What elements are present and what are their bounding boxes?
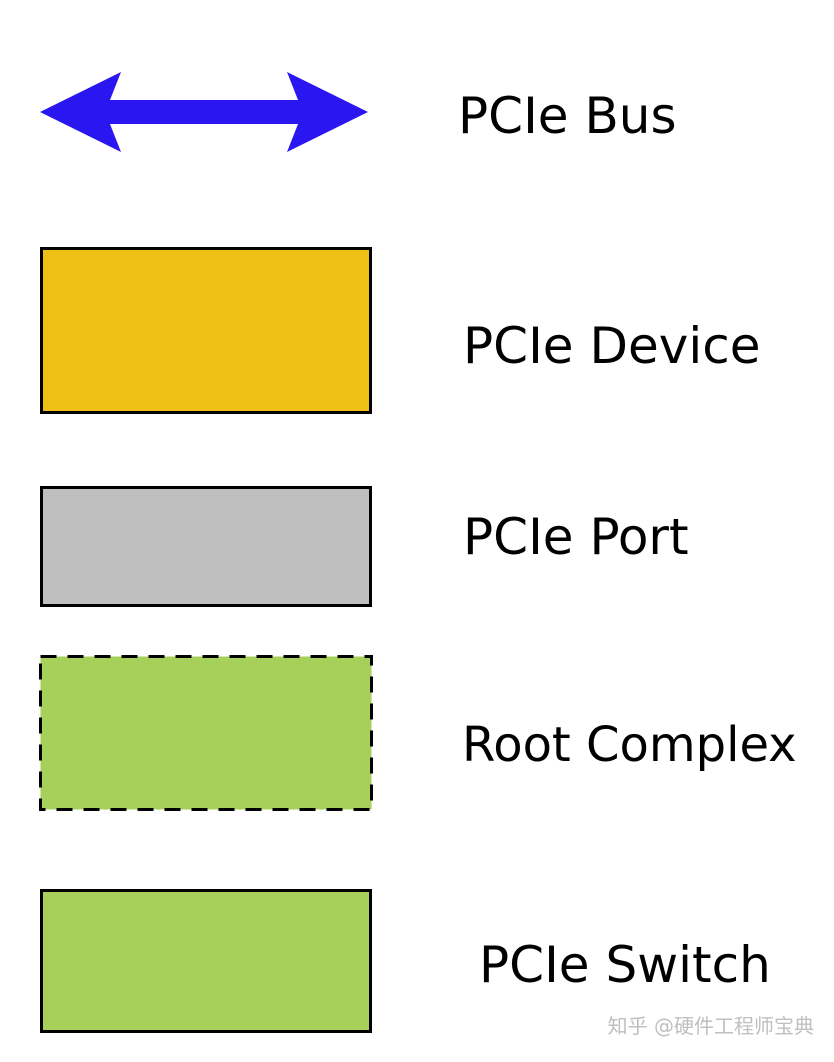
pcie-bus-label: PCIe Bus bbox=[458, 87, 677, 145]
root-complex-label: Root Complex bbox=[462, 717, 797, 773]
pcie-switch-box bbox=[40, 889, 372, 1033]
pcie-bus-arrow-icon bbox=[40, 72, 368, 152]
pcie-port-box bbox=[40, 486, 372, 607]
root-complex-box-shape bbox=[39, 655, 373, 811]
root-complex-box bbox=[39, 655, 373, 811]
pcie-device-box bbox=[40, 247, 372, 414]
pcie-switch-label: PCIe Switch bbox=[479, 936, 771, 994]
pcie-port-label: PCIe Port bbox=[463, 508, 689, 566]
watermark: 知乎 @硬件工程师宝典 bbox=[607, 1014, 814, 1038]
pcie-bus-arrow-shape bbox=[40, 72, 368, 152]
pcie-device-label: PCIe Device bbox=[463, 317, 761, 375]
